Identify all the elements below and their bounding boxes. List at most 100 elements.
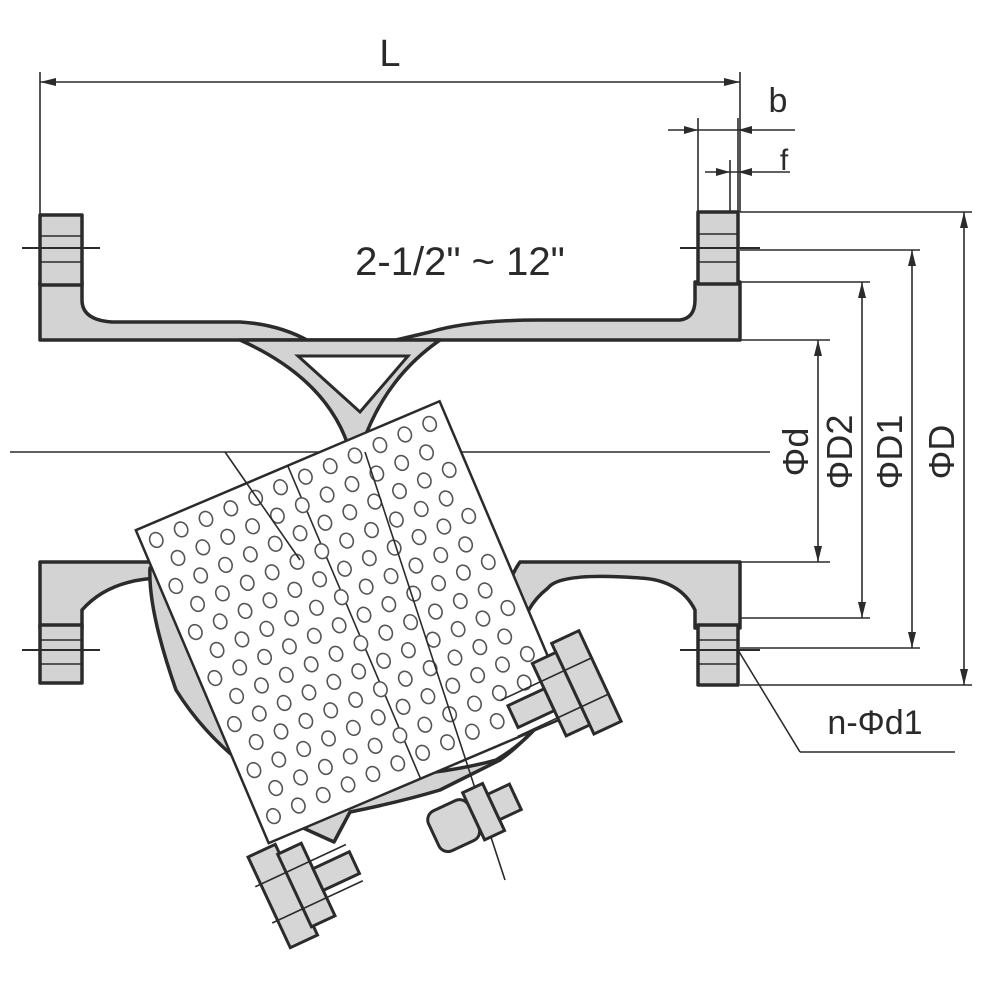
screen-hole — [326, 673, 342, 691]
screen-hole — [328, 645, 344, 662]
size-range-label: 2-1/2" ~ 12" — [355, 240, 565, 284]
screen-hole — [480, 553, 496, 571]
screen-hole — [419, 444, 435, 461]
screen-hole — [262, 592, 278, 609]
screen-hole — [248, 733, 264, 751]
screen-hole — [331, 617, 347, 634]
screen-hole — [495, 656, 510, 673]
screen-hole — [257, 648, 273, 666]
screen-hole — [416, 472, 432, 489]
screen-hole — [413, 500, 429, 518]
dim-d1-label: ΦD1 — [869, 415, 910, 490]
screen-hole — [207, 669, 223, 687]
screen-hole — [344, 475, 360, 493]
screen-hole — [293, 769, 309, 786]
screen-hole — [273, 723, 289, 740]
screen-hole — [312, 571, 328, 588]
screen-hole — [351, 663, 367, 680]
screen-hole — [477, 582, 493, 599]
screen-hole — [347, 447, 363, 464]
screen-hole — [223, 500, 239, 517]
dim-d2-arrow-bottom — [858, 602, 866, 618]
screen-hole — [278, 666, 294, 684]
screen-hole — [292, 525, 308, 542]
screen-hole — [209, 641, 225, 659]
dim-f-label: f — [780, 144, 789, 177]
dim-d-arrow-top — [814, 340, 822, 356]
screen-hole — [489, 713, 505, 730]
screen-hole — [218, 556, 233, 574]
screen-hole — [190, 595, 206, 613]
screen-hole — [383, 567, 399, 585]
screen-hole — [353, 635, 369, 652]
screen-hole — [187, 623, 203, 641]
screen-hole — [420, 688, 436, 705]
screen-hole — [433, 546, 449, 564]
screen-seam — [286, 465, 422, 779]
left-flange-top — [38, 213, 84, 287]
screen-hole — [472, 638, 488, 656]
screen-hole — [251, 705, 267, 722]
screen-hole — [438, 490, 454, 507]
screen-hole — [271, 751, 287, 768]
screen-hole — [168, 577, 184, 595]
screen-hole — [394, 454, 410, 472]
screen-hole — [289, 553, 305, 570]
screen-hole — [281, 638, 297, 655]
dim-bigd-label: ΦD — [921, 425, 962, 480]
bolt-hole-label: n-Φd1 — [827, 704, 922, 742]
screen-hole — [214, 585, 230, 602]
screen-hole — [232, 659, 248, 676]
dim-bigd-arrow-bottom — [960, 669, 968, 685]
screen-hole — [212, 613, 228, 630]
dim-d1-arrow-top — [908, 250, 916, 266]
screen-hole — [422, 659, 438, 677]
screen-hole — [390, 755, 406, 772]
screen-hole — [267, 535, 283, 552]
dim-l-arrow-right — [724, 78, 740, 86]
screen-hole — [415, 744, 431, 761]
screen-hole — [408, 557, 424, 574]
screen-hole — [170, 549, 186, 567]
dim-l-arrow-left — [40, 78, 56, 86]
dim-b-arrow-right — [738, 126, 752, 134]
screen-hole — [254, 677, 269, 694]
screen-hole — [290, 797, 306, 814]
screen-leader-line — [224, 451, 301, 561]
screen-hole — [345, 719, 361, 737]
screen-hole — [397, 670, 413, 687]
screen-hole — [193, 567, 209, 584]
screen-hole — [388, 511, 404, 528]
screen-hole — [470, 666, 486, 684]
screen-hole — [441, 461, 457, 479]
screen-hole — [264, 564, 280, 581]
screen-hole — [315, 786, 331, 804]
screen-hole — [431, 574, 447, 592]
dim-b-label: b — [769, 82, 788, 120]
screen-hole — [198, 510, 214, 528]
screen-hole — [220, 528, 236, 545]
screen-hole — [322, 457, 338, 475]
screen-hole — [411, 528, 427, 546]
dim-bigd-arrow-top — [960, 212, 968, 228]
screen-hole — [323, 702, 339, 719]
screen-hole — [356, 606, 372, 623]
screen-hole — [381, 596, 397, 613]
screen-hole — [458, 536, 474, 553]
screen-hole — [195, 539, 211, 556]
lower-body-left — [38, 560, 167, 630]
screen-hole — [314, 543, 330, 560]
drain-plug — [426, 781, 524, 854]
screen-hole — [361, 550, 377, 567]
screen-hole — [417, 716, 433, 733]
screen-hole — [246, 761, 262, 779]
dim-d2-label: ΦD2 — [819, 415, 860, 490]
screen-hole — [422, 415, 438, 433]
screen-hole — [298, 712, 314, 730]
screen-hole — [397, 426, 413, 443]
screen-hole — [317, 758, 333, 776]
screen-hole — [395, 698, 411, 715]
screen-hole — [259, 620, 275, 638]
screen-hole — [440, 734, 455, 751]
